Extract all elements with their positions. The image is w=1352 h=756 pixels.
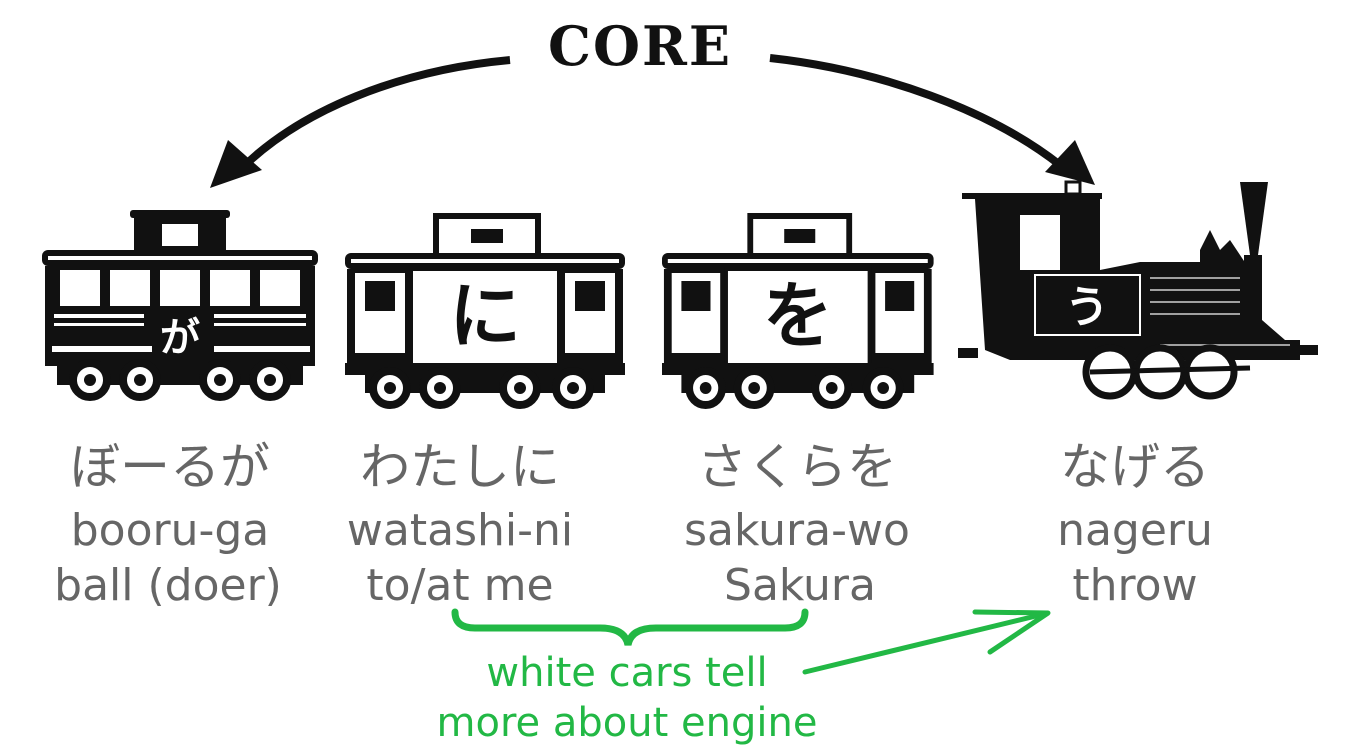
- locomotive-engine: う: [958, 180, 1318, 400]
- particle-label: を: [763, 274, 833, 358]
- particle-label: に: [449, 274, 521, 358]
- green-brace: [451, 608, 809, 646]
- car-labels-wo: さくらを sakura-wo Sakura: [684, 438, 910, 611]
- kana-label: わたしに: [360, 438, 560, 496]
- core-title: CORE: [548, 14, 732, 78]
- core-arrow-left: [210, 56, 511, 188]
- train-car-ni: に: [345, 213, 625, 409]
- particle-label: が: [160, 315, 200, 361]
- romaji-label: nageru: [1057, 505, 1213, 556]
- english-label: ball (doer): [54, 560, 282, 611]
- kana-label: なげる: [1060, 438, 1210, 496]
- core-arrow-right: [769, 54, 1095, 185]
- romaji-label: watashi-ni: [347, 505, 573, 556]
- english-label: to/at me: [366, 560, 553, 611]
- note-line-1: white cars tell: [486, 650, 767, 696]
- train-car-wo: を: [662, 213, 934, 409]
- romaji-label: booru-ga: [71, 505, 270, 556]
- car-labels-ga: ぼーるが booru-ga ball (doer): [54, 438, 282, 611]
- engine-labels: なげる nageru throw: [1057, 438, 1213, 611]
- green-arrow-to-engine: [802, 609, 1051, 675]
- romaji-label: sakura-wo: [684, 505, 910, 556]
- english-label: Sakura: [724, 560, 876, 611]
- kana-label: ぼーるが: [70, 438, 270, 496]
- note-line-2: more about engine: [437, 700, 818, 746]
- kana-label: さくらを: [697, 438, 897, 496]
- particle-label: う: [1065, 282, 1109, 333]
- english-label: throw: [1072, 560, 1197, 611]
- car-labels-ni: わたしに watashi-ni to/at me: [347, 438, 573, 611]
- train-car-ga: が: [42, 210, 318, 401]
